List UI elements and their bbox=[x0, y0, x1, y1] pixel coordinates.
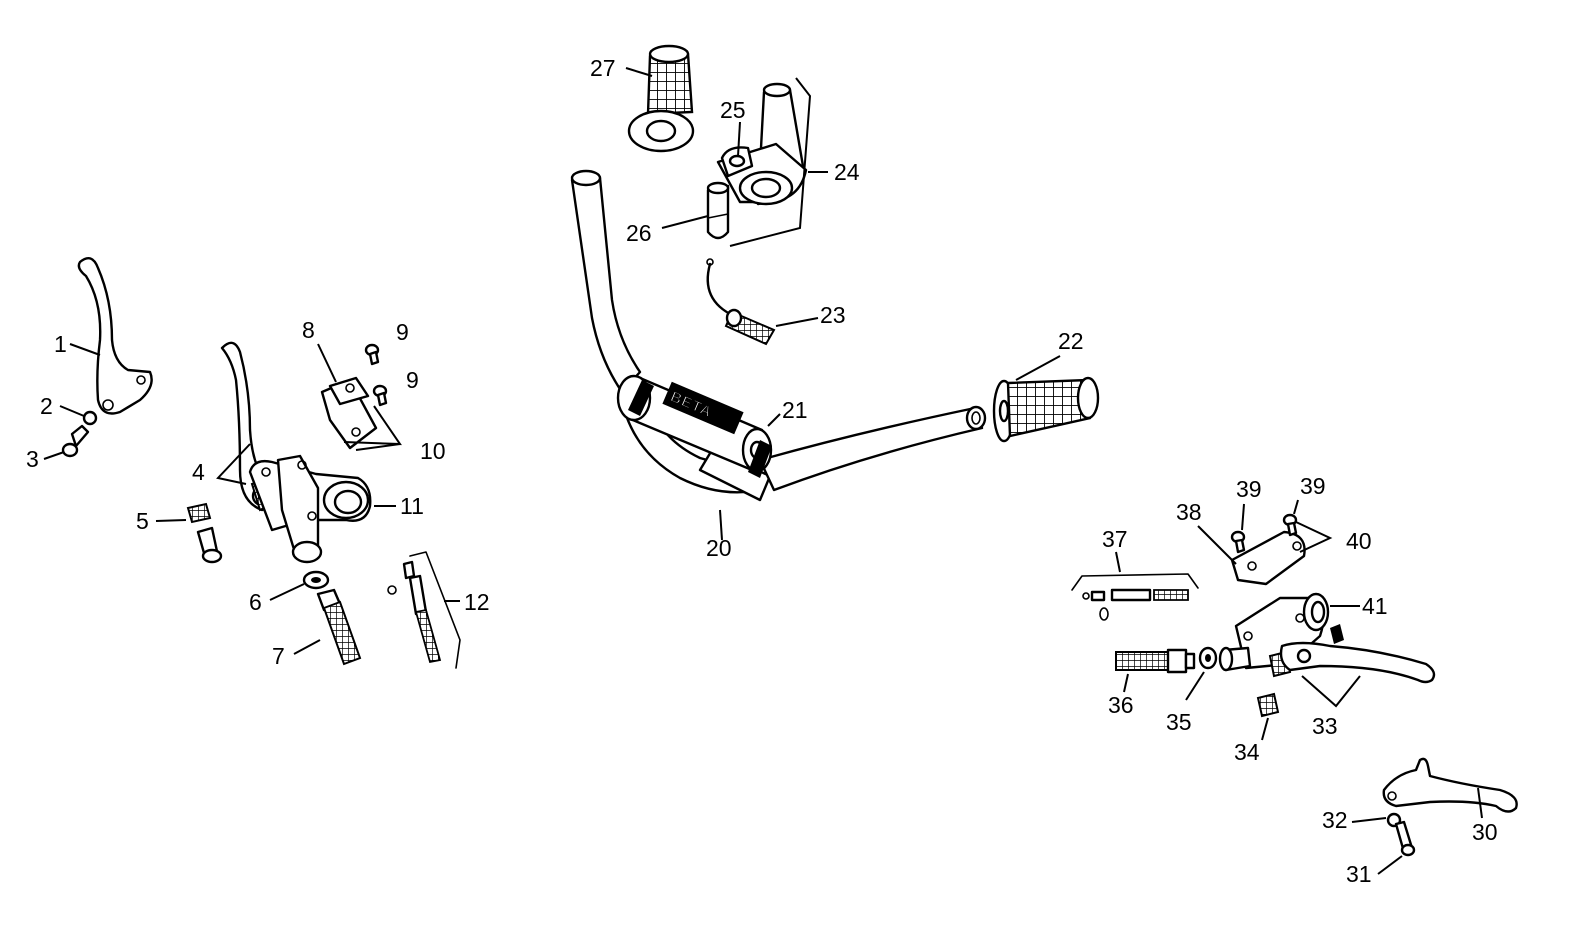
callout-labels: 1 2 3 4 5 6 7 8 9 9 10 11 12 20 21 22 23… bbox=[26, 55, 1498, 887]
callout-31: 31 bbox=[1346, 861, 1372, 887]
washer-35 bbox=[1198, 646, 1218, 670]
callout-4: 4 bbox=[192, 459, 205, 485]
callout-37: 37 bbox=[1102, 526, 1128, 552]
adjuster-7 bbox=[316, 588, 362, 666]
lever-30 bbox=[1382, 757, 1518, 813]
clamp-11 bbox=[248, 454, 372, 564]
callout-40: 40 bbox=[1346, 528, 1372, 554]
leader-lines bbox=[43, 67, 1483, 875]
callout-2: 2 bbox=[40, 393, 53, 419]
callout-10: 10 bbox=[420, 438, 446, 464]
callout-39b: 39 bbox=[1300, 473, 1326, 499]
callout-24: 24 bbox=[834, 159, 860, 185]
washer-6 bbox=[302, 570, 330, 590]
adjuster-36 bbox=[1115, 648, 1196, 674]
spring-34 bbox=[1256, 692, 1280, 718]
callout-23: 23 bbox=[820, 302, 846, 328]
callout-25: 25 bbox=[720, 97, 746, 123]
callout-3: 3 bbox=[26, 446, 39, 472]
callout-8: 8 bbox=[302, 317, 315, 343]
callout-30: 30 bbox=[1472, 819, 1498, 845]
bushing-2 bbox=[82, 410, 98, 426]
callout-7: 7 bbox=[272, 643, 285, 669]
hose-kit-12 bbox=[387, 551, 461, 669]
left-grip bbox=[627, 44, 695, 153]
callout-33: 33 bbox=[1312, 713, 1338, 739]
pivot-bolt-31 bbox=[1394, 820, 1416, 857]
spring-5 bbox=[186, 502, 223, 564]
callout-41: 41 bbox=[1362, 593, 1388, 619]
screw-9b bbox=[372, 384, 388, 407]
brake-lever-33 bbox=[1279, 641, 1436, 684]
cover-8 bbox=[320, 376, 378, 450]
reservoir-cover-38 bbox=[1230, 530, 1306, 586]
callout-5: 5 bbox=[136, 508, 149, 534]
callout-11: 11 bbox=[400, 493, 424, 519]
callout-6: 6 bbox=[249, 589, 262, 615]
callout-21: 21 bbox=[782, 397, 808, 423]
callout-32: 32 bbox=[1322, 807, 1348, 833]
callout-36: 36 bbox=[1108, 692, 1134, 718]
callout-34: 34 bbox=[1234, 739, 1260, 765]
callout-38: 38 bbox=[1176, 499, 1202, 525]
callout-12: 12 bbox=[464, 589, 490, 615]
callout-35: 35 bbox=[1166, 709, 1192, 735]
callout-27: 27 bbox=[590, 55, 616, 81]
lever-1 bbox=[77, 256, 153, 415]
screw-9a bbox=[364, 343, 380, 366]
callout-20: 20 bbox=[706, 535, 732, 561]
callout-9a: 9 bbox=[396, 319, 409, 345]
callout-39a: 39 bbox=[1236, 476, 1262, 502]
pivot-bolt-3 bbox=[61, 424, 90, 458]
hose-kit-37 bbox=[1071, 573, 1199, 621]
callout-9b: 9 bbox=[406, 367, 419, 393]
callout-26: 26 bbox=[626, 220, 652, 246]
screw-39a bbox=[1230, 530, 1246, 554]
throttle-assembly bbox=[706, 82, 808, 240]
handlebar bbox=[570, 169, 987, 502]
right-grip bbox=[992, 376, 1100, 443]
screw-39b bbox=[1282, 513, 1298, 537]
callout-1: 1 bbox=[54, 331, 67, 357]
callout-22: 22 bbox=[1058, 328, 1084, 354]
throttle-cable bbox=[706, 258, 776, 346]
